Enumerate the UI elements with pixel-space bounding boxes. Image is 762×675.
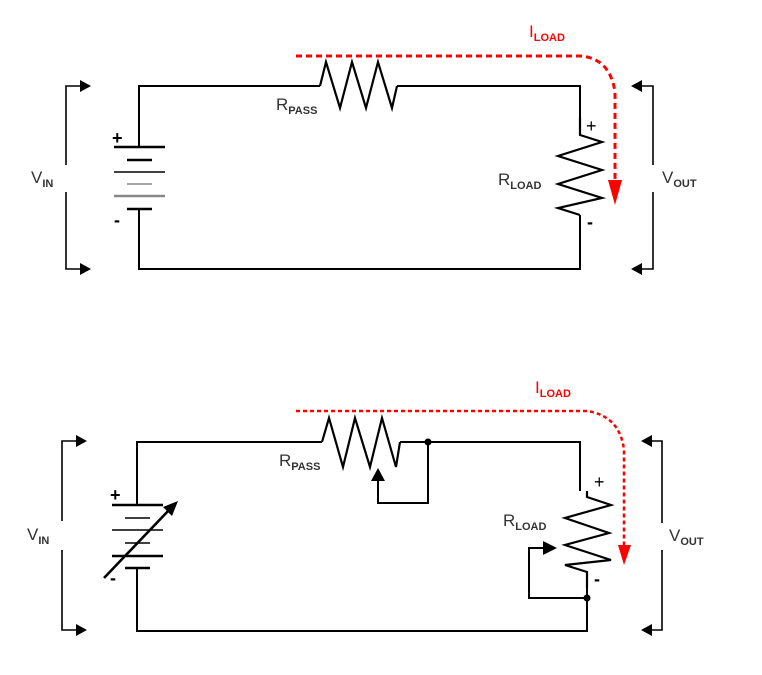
arrow-right-icon — [80, 80, 91, 92]
wire-bottom — [136, 568, 588, 632]
iload-current-path — [296, 409, 626, 545]
wire-top-left — [138, 85, 320, 146]
arrow-right-icon — [76, 624, 87, 636]
rload-label: RLOAD — [503, 511, 547, 533]
circuit-fixed: VIN + - RPASS + - RLOAD ILOAD — [31, 22, 697, 275]
vout-label: VOUT — [662, 168, 697, 190]
vout-bracket — [641, 435, 663, 636]
rpass-wiper-arrow-icon — [371, 468, 385, 481]
variable-battery-icon — [103, 501, 178, 579]
arrow-left-icon — [631, 263, 642, 275]
vin-bracket — [61, 435, 87, 636]
rload-plus: + — [586, 116, 597, 136]
wire-top-left — [136, 441, 322, 505]
wire-top-right — [397, 85, 581, 117]
iload-arrow-icon — [608, 180, 622, 205]
junction-dot — [424, 438, 432, 446]
wire-bottom — [138, 209, 581, 270]
rpass-wiper-wire — [377, 442, 429, 504]
circuit-variable: VIN + - RPASS + - RLOAD — [27, 378, 704, 636]
vin-label: VIN — [31, 168, 53, 190]
rpass-label: RPASS — [276, 95, 317, 117]
battery-plus: + — [112, 128, 123, 148]
vout-label: VOUT — [669, 526, 704, 548]
iload-label: ILOAD — [535, 378, 571, 400]
rload-wiper-wire — [528, 547, 587, 599]
arrow-left-icon — [631, 80, 642, 92]
arrow-right-icon — [76, 435, 87, 447]
rpass-label: RPASS — [279, 451, 320, 473]
battery-minus: - — [114, 210, 120, 230]
arrow-diagonal-icon — [163, 501, 178, 516]
rload-label: RLOAD — [498, 170, 542, 192]
rpass-resistor — [320, 413, 402, 472]
battery-minus: - — [110, 568, 116, 588]
rload-wiper-arrow-icon — [543, 541, 557, 555]
iload-label: ILOAD — [529, 22, 565, 44]
rload-resistor — [553, 117, 607, 217]
arrow-left-icon — [641, 624, 652, 636]
arrow-right-icon — [80, 263, 91, 275]
rpass-resistor — [318, 57, 399, 113]
iload-arrow-icon — [618, 545, 631, 565]
vin-label: VIN — [27, 525, 49, 547]
vin-bracket — [65, 80, 91, 275]
arrow-left-icon — [641, 435, 652, 447]
iload-current-path — [296, 54, 617, 180]
rload-plus: + — [594, 472, 605, 492]
vout-bracket — [631, 80, 654, 275]
rload-minus: - — [594, 569, 600, 589]
junction-dot — [583, 594, 591, 602]
battery-icon — [114, 145, 165, 211]
battery-plus: + — [110, 485, 121, 505]
rload-minus: - — [587, 212, 593, 232]
rload-resistor — [561, 491, 615, 588]
wire-top-right — [400, 441, 581, 491]
